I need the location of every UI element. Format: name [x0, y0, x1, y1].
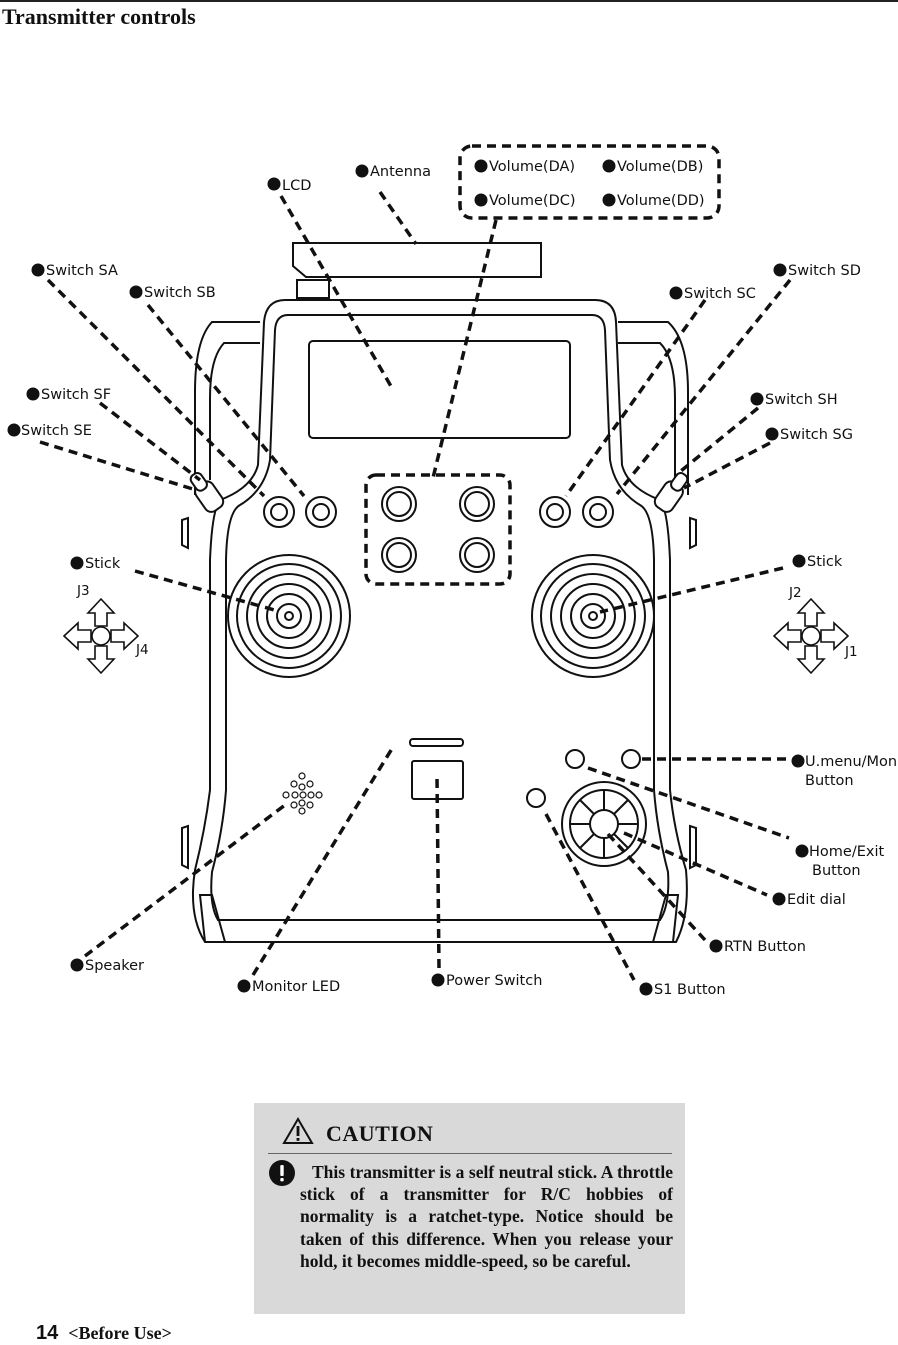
monitor-led-window — [409, 738, 464, 747]
label-switch-sa: Switch SA — [46, 263, 118, 279]
volume-knob-frame — [364, 473, 512, 586]
label-switch-sh: Switch SH — [765, 392, 838, 408]
label-volume-da: Volume(DA) — [489, 159, 575, 175]
caution-text: This transmitter is a self neutral stick… — [300, 1162, 673, 1271]
warning-triangle-icon — [282, 1117, 314, 1144]
label-j3: J3 — [76, 583, 90, 599]
caution-header: CAUTION — [268, 1113, 672, 1154]
label-switch-sd: Switch SD — [788, 263, 861, 279]
section-name: <Before Use> — [68, 1323, 172, 1343]
page-footer: 14 <Before Use> — [36, 1322, 172, 1345]
left-stick — [227, 554, 351, 678]
label-speaker: Speaker — [85, 958, 144, 974]
label-j4: J4 — [135, 642, 149, 658]
label-rtn-button: RTN Button — [724, 939, 806, 955]
label-stick-left: Stick — [85, 556, 121, 572]
label-antenna: Antenna — [370, 164, 431, 180]
label-stick-right: Stick — [807, 554, 843, 570]
caution-title: CAUTION — [326, 1121, 434, 1146]
label-switch-sf: Switch SF — [41, 387, 111, 403]
label-umenu-line2: Button — [805, 773, 854, 789]
right-axis-arrows — [772, 597, 850, 675]
label-j2: J2 — [788, 585, 802, 601]
label-umenu-line1: U.menu/Mon — [805, 754, 897, 770]
label-switch-sb: Switch SB — [144, 285, 216, 301]
label-lcd: LCD — [282, 178, 311, 194]
volume-label-frame — [458, 144, 721, 220]
label-volume-dc: Volume(DC) — [489, 193, 576, 209]
label-switch-sc: Switch SC — [684, 286, 756, 302]
left-axis-arrows — [62, 597, 140, 675]
label-monitor-led: Monitor LED — [252, 979, 340, 995]
caution-box: CAUTION This transmitter is a self neutr… — [254, 1103, 685, 1314]
speaker-grille — [282, 772, 323, 815]
label-j1: J1 — [844, 644, 858, 660]
right-stick — [531, 554, 655, 678]
label-volume-db: Volume(DB) — [617, 159, 703, 175]
lcd-screen — [308, 340, 571, 439]
top-rule — [0, 0, 898, 2]
label-power-switch: Power Switch — [446, 973, 542, 989]
transmitter-diagram: LCD Antenna Volume(DA) Volume(DB) Volume… — [7, 144, 897, 998]
page-title: Transmitter controls — [2, 4, 196, 29]
exclamation-icon — [269, 1160, 295, 1186]
label-edit-dial: Edit dial — [787, 892, 846, 908]
label-home-line1: Home/Exit — [809, 844, 884, 860]
label-home-line2: Button — [812, 863, 861, 879]
antenna — [292, 242, 542, 278]
label-switch-sg: Switch SG — [780, 427, 853, 443]
page-number: 14 — [36, 1322, 59, 1344]
label-s1-button: S1 Button — [654, 982, 726, 998]
edit-dial-graphic — [561, 781, 647, 867]
label-switch-se: Switch SE — [21, 423, 92, 439]
handle-right — [618, 321, 689, 495]
handle-left — [194, 321, 260, 495]
transmitter-body — [192, 299, 688, 943]
label-volume-dd: Volume(DD) — [617, 193, 705, 209]
